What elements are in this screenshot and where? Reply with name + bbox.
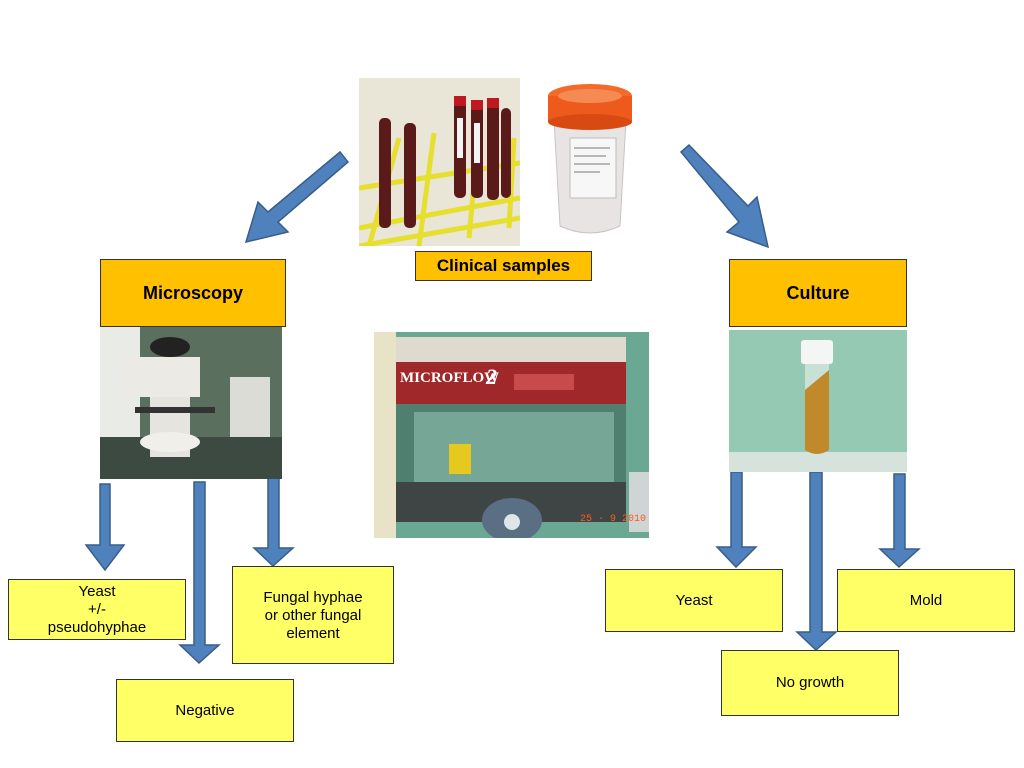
culture-header: Culture [729, 259, 907, 327]
arrow-to-yeast-right [715, 471, 758, 569]
microscope-photo [100, 327, 282, 479]
blood-tubes-photo [359, 78, 520, 246]
negative-result: Negative [116, 679, 294, 742]
arrow-to-culture [679, 143, 770, 249]
culture-tube-photo [729, 330, 907, 472]
fungal-hyphae-result: Fungal hyphae or other fungal element [232, 566, 394, 664]
sample-container-photo [540, 78, 640, 246]
biosafety-cabinet-photo: MICROFLOW 2 25 · 9 2010 [374, 332, 649, 538]
clinical-samples-label: Clinical samples [415, 251, 592, 281]
arrow-to-no-growth [795, 471, 838, 652]
yeast-culture-result: Yeast [605, 569, 783, 632]
cabinet-model-text: 2 [486, 364, 497, 389]
arrow-to-negative [178, 481, 221, 665]
cabinet-brand-text: MICROFLOW [400, 370, 500, 386]
no-growth-result: No growth [721, 650, 899, 716]
photo-date-stamp: 25 · 9 2010 [580, 514, 647, 525]
arrow-to-mold [878, 473, 921, 569]
mold-result: Mold [837, 569, 1015, 632]
yeast-pseudohyphae-result: Yeast +/- pseudohyphae [8, 579, 186, 640]
arrow-to-hyphae [252, 477, 295, 568]
arrow-to-yeast-left [84, 483, 126, 572]
microscopy-header: Microscopy [100, 259, 286, 327]
arrow-to-microscopy [244, 150, 350, 244]
